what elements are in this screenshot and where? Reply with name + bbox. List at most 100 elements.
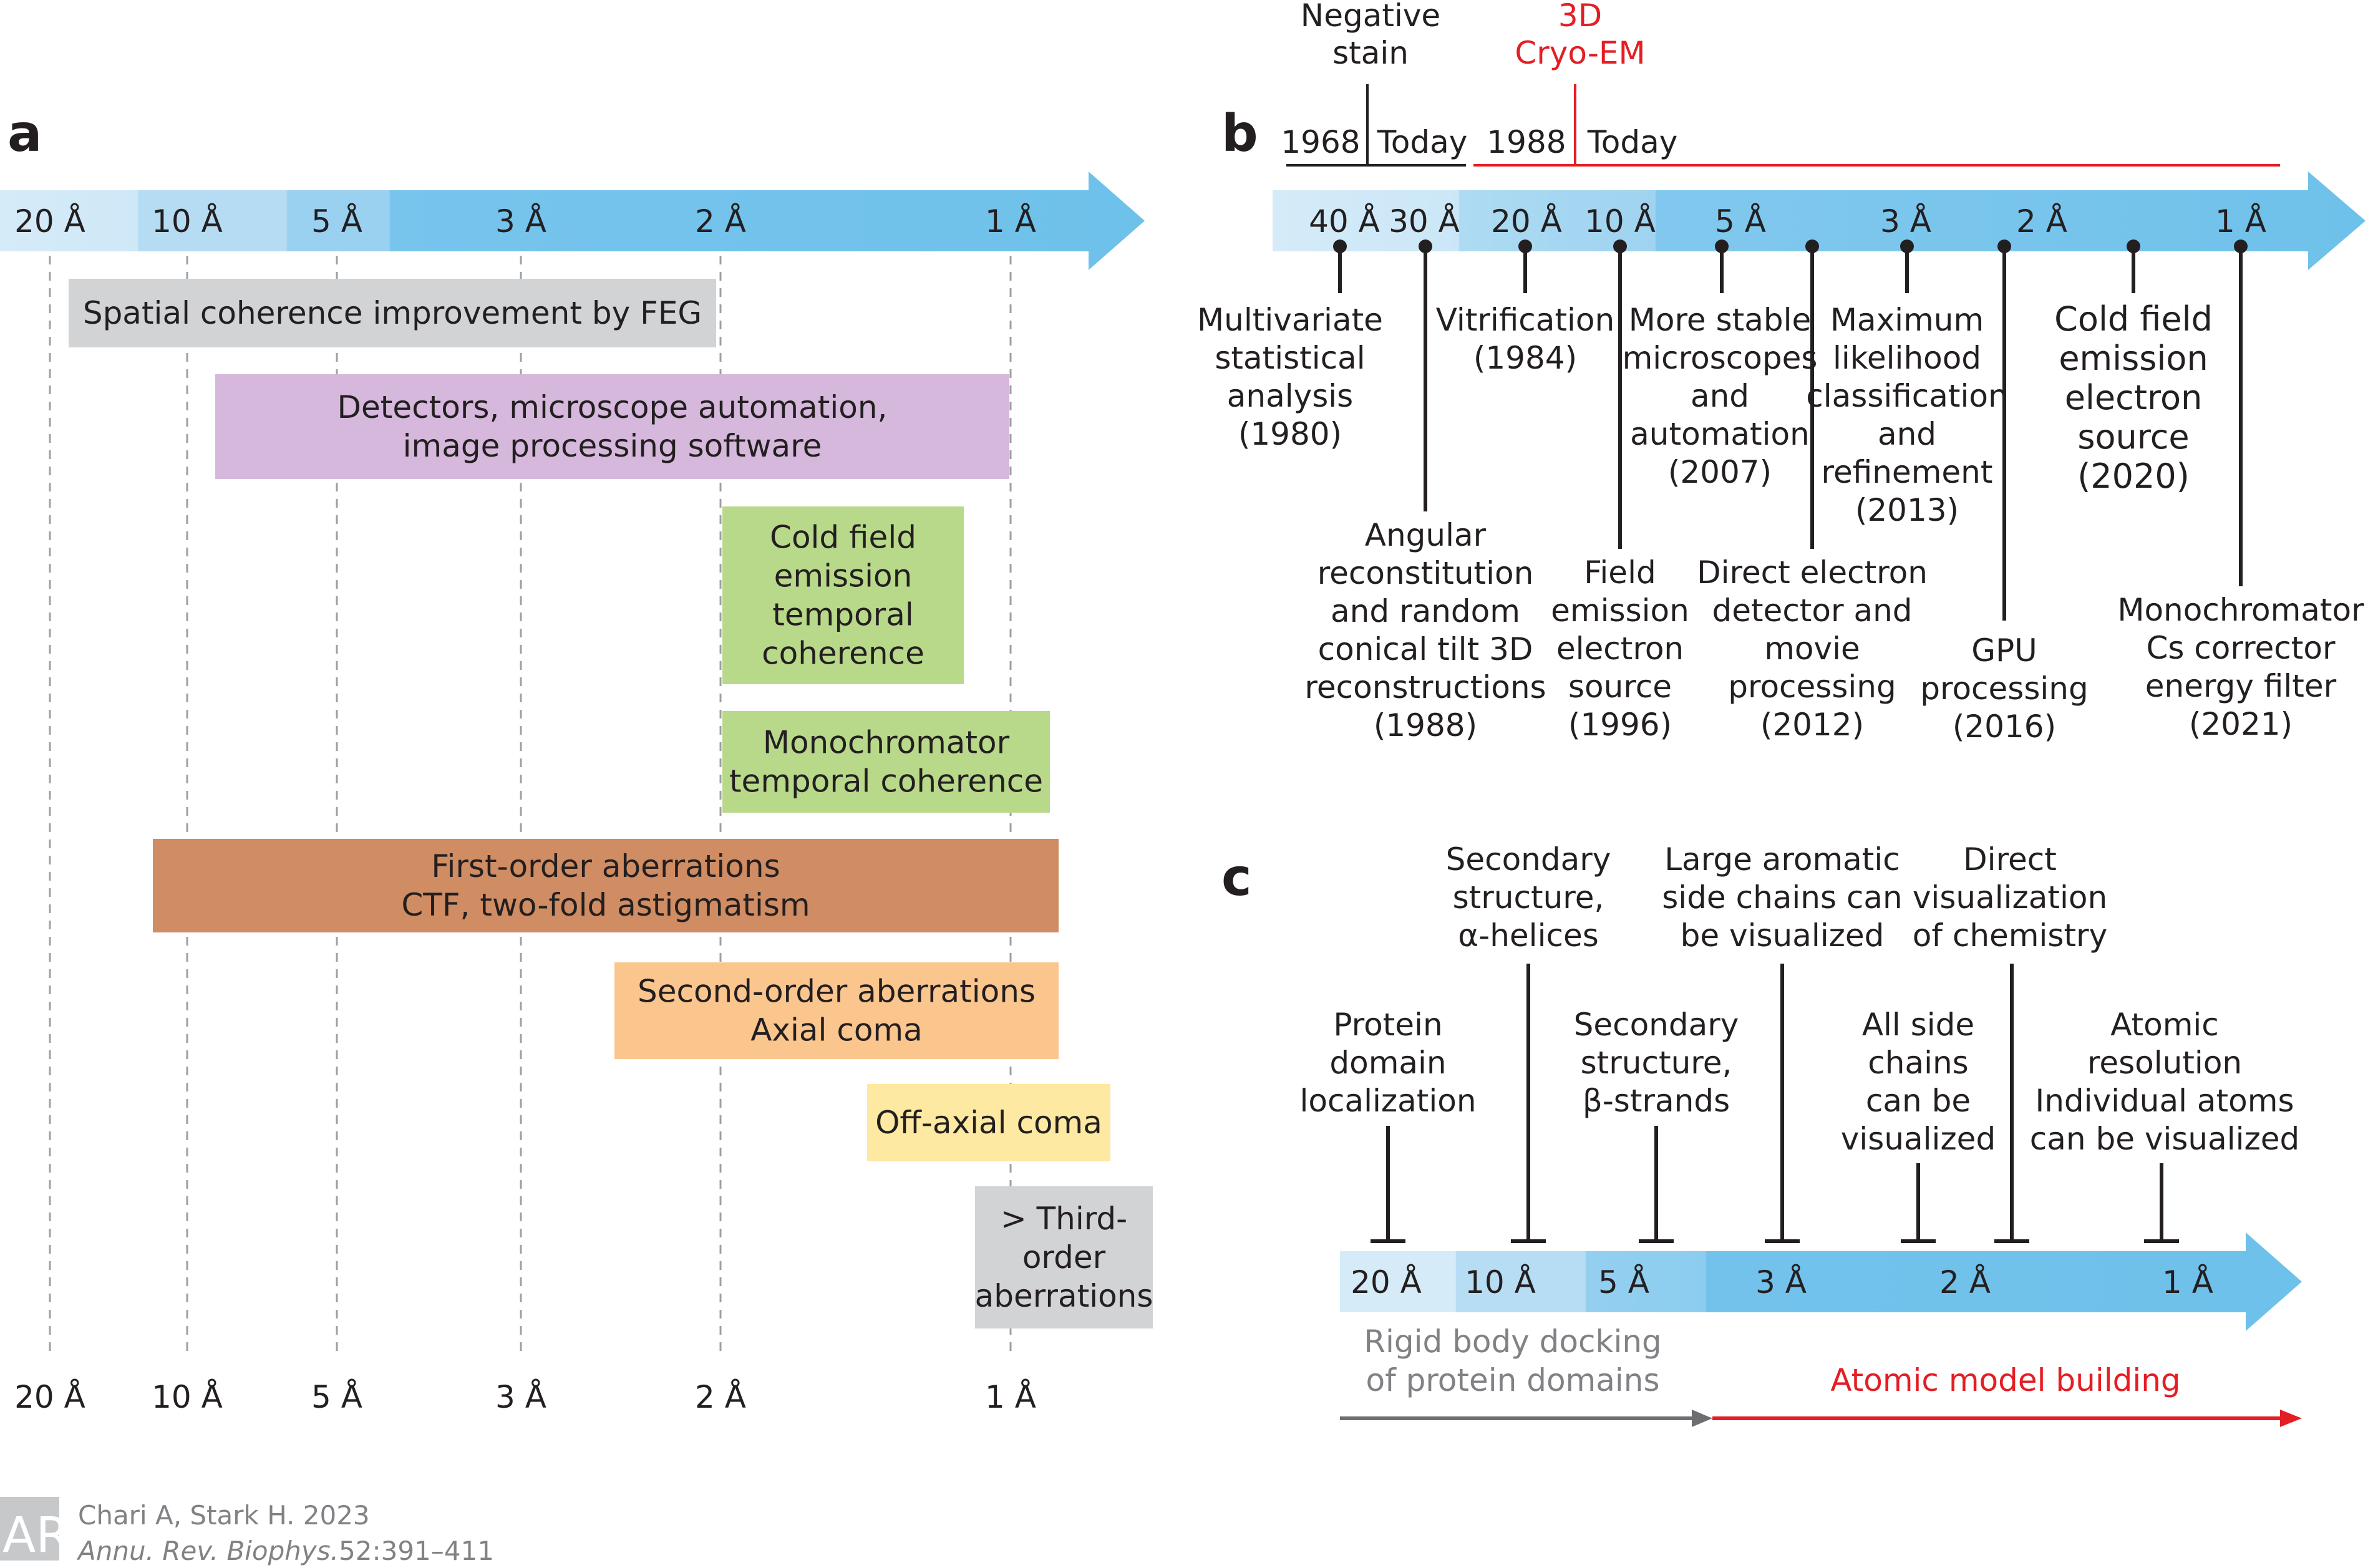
panel-a-bar-label: order: [1022, 1239, 1106, 1275]
panel-b-event-label: microscopes: [1623, 340, 1818, 376]
panel-b-tick: 20 Å: [1491, 203, 1562, 240]
panel-b-event-dot: [1805, 240, 1819, 253]
panel-c-tick: 20 Å: [1351, 1264, 1422, 1300]
panel-c-milestone-label: Secondary: [1574, 1007, 1739, 1043]
cryo-em-end: Today: [1587, 124, 1678, 160]
panel-b-label: b: [1221, 104, 1258, 163]
journal-name: Annu. Rev. Biophys.: [76, 1536, 339, 1566]
panel-a-resolution-arrow: [0, 172, 1145, 270]
panel-a-bar-label: CTF, two-fold astigmatism: [401, 887, 810, 923]
panel-c-milestone-label: α-helices: [1458, 917, 1599, 954]
cryo-em-start: 1988: [1487, 124, 1566, 160]
panel-c-tick: 5 Å: [1598, 1264, 1649, 1300]
panel-b-tick: 5 Å: [1715, 203, 1766, 240]
panel-b-event-dot: [2127, 240, 2140, 253]
panel-c-tick: 3 Å: [1755, 1264, 1807, 1300]
panel-c-milestone-label: visualization: [1913, 879, 2107, 916]
panel-a-bar-label: image processing software: [403, 428, 822, 464]
cryo-em-line-2: Cryo-EM: [1515, 35, 1645, 71]
panel-a-top-tick: 2 Å: [695, 203, 746, 240]
panel-a-bar-label: Monochromator: [763, 725, 1010, 761]
panel-b-event-label: Monochromator: [2117, 592, 2364, 628]
panel-b-event-label: Cs corrector: [2146, 630, 2336, 666]
panel-b-event-label: Vitrification: [1436, 302, 1614, 338]
panel-a-bars: Spatial coherence improvement by FEGDete…: [69, 279, 1153, 1328]
panel-a-bar: [975, 1186, 1153, 1328]
panel-a-bottom-tick: 3 Å: [495, 1379, 546, 1415]
panel-c-milestone-label: can be visualized: [2030, 1121, 2300, 1157]
atomic-model-building-label: Atomic model building: [1830, 1362, 2180, 1398]
panel-c-label: c: [1221, 848, 1252, 907]
panel-a-top-tick: 10 Å: [152, 203, 223, 240]
panel-b-event-label: Maximum: [1830, 302, 1984, 338]
panel-b-event-dot: [1613, 240, 1627, 253]
logo-text: AR: [2, 1508, 70, 1564]
panel-b-event-label: detector and: [1712, 593, 1912, 629]
journal-pages: 52:391–411: [339, 1536, 494, 1566]
panel-b-event-label: Multivariate: [1197, 302, 1383, 338]
panel-b-event-label: (1984): [1473, 340, 1577, 376]
panel-b-event-label: classification: [1806, 378, 2007, 414]
panel-a-bar-label: Spatial coherence improvement by FEG: [83, 295, 702, 331]
panel-a-bar: [153, 839, 1059, 932]
panel-c-milestone-label: resolution: [2087, 1045, 2242, 1081]
panel-b-event-label: electron: [1556, 631, 1684, 667]
panel-a-bar-label: Axial coma: [750, 1012, 923, 1048]
panel-a-bar-label: emission: [774, 558, 913, 594]
panel-b-event-label: (2016): [1953, 709, 2056, 745]
panel-b-event-label: Direct electron: [1697, 554, 1928, 591]
panel-b-event-dot: [1900, 240, 1914, 253]
panel-b-event-label: (2012): [1760, 707, 1864, 743]
panel-c-resolution-arrow: [1340, 1232, 2302, 1331]
panel-a-bar-label: First-order aberrations: [431, 848, 780, 884]
panel-b-event-label: conical tilt 3D: [1318, 631, 1533, 667]
panel-b-event-label: (1988): [1374, 707, 1477, 743]
journal-citation: Annu. Rev. Biophys.52:391–411: [76, 1536, 494, 1566]
citation-text: Chari A, Stark H. 2023: [78, 1500, 370, 1531]
panel-a-bar: [69, 279, 716, 347]
panel-c-milestone-label: localization: [1299, 1083, 1476, 1119]
panel-c: c ProteindomainlocalizationSecondarystru…: [1221, 841, 2302, 1427]
panel-b-event-label: likelihood: [1833, 340, 1981, 376]
panel-b-event-label: source: [1568, 669, 1672, 705]
panel-b-event-dot: [1715, 240, 1729, 253]
panel-b-event-label: (2020): [2077, 457, 2190, 496]
panel-b: b Negative stain 1968 Today 3D Cryo-EM 1…: [1197, 0, 2366, 745]
panel-c-milestones: ProteindomainlocalizationSecondarystruct…: [1299, 841, 2300, 1243]
panel-b-resolution-arrow: [1273, 172, 2366, 270]
panel-c-milestone-label: Atomic: [2110, 1007, 2219, 1043]
panel-c-milestone-label: side chains can: [1662, 879, 1903, 916]
panel-c-milestone-label: Direct: [1963, 841, 2057, 878]
cryo-em-line-1: 3D: [1558, 0, 1602, 34]
panel-b-tick: 30 Å: [1389, 203, 1460, 240]
panel-c-milestone-label: of chemistry: [1913, 917, 2107, 954]
panel-a-bar-label: temporal coherence: [729, 763, 1043, 800]
panel-b-event-label: (2007): [1668, 454, 1772, 490]
panel-a-bar: [722, 711, 1050, 813]
panel-b-event-label: emission: [2059, 339, 2208, 378]
panel-c-milestone-label: structure,: [1581, 1045, 1732, 1081]
panel-b-event-label: processing: [1920, 670, 2088, 707]
panel-c-tick: 1 Å: [2162, 1264, 2213, 1300]
panel-b-event-label: Cold field: [2054, 299, 2213, 339]
annual-reviews-logo: [0, 1497, 59, 1561]
panel-b-event-dot: [1419, 240, 1432, 253]
panel-b-event-label: electron: [2065, 378, 2203, 417]
panel-a-bottom-tick: 2 Å: [695, 1379, 746, 1415]
panel-a-bottom-tick: 10 Å: [152, 1379, 223, 1415]
panel-a-bar: [614, 962, 1059, 1059]
panel-b-event-label: More stable: [1629, 302, 1812, 338]
cryo-em-era: 3D Cryo-EM 1988 Today: [1473, 0, 2280, 167]
panel-b-event-label: emission: [1551, 593, 1689, 629]
negative-stain-era: Negative stain 1968 Today: [1281, 0, 1467, 167]
panel-b-event-label: movie: [1764, 631, 1860, 667]
panel-b-event-label: energy filter: [2145, 668, 2337, 704]
panel-b-event-dot: [1333, 240, 1347, 253]
panel-b-event-label: (2021): [2189, 706, 2293, 742]
panel-a-label: a: [7, 104, 42, 163]
panel-c-milestone-label: chains: [1868, 1045, 1968, 1081]
